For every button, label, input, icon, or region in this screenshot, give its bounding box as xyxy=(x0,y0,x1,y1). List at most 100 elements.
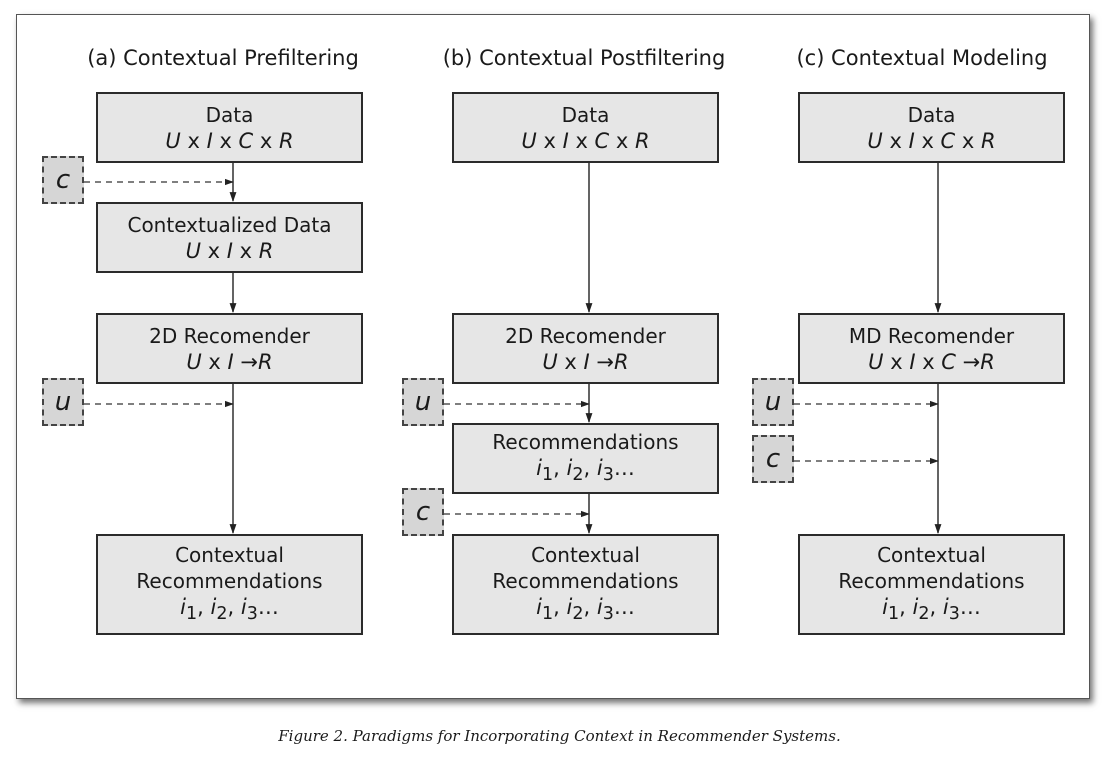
item-variable: i xyxy=(942,594,949,619)
item-variable: i xyxy=(596,455,603,480)
formula-operator: x xyxy=(609,128,635,153)
item-subscript: 1 xyxy=(888,604,900,625)
context-input-c: c xyxy=(402,488,444,536)
item-variable: i xyxy=(912,594,919,619)
formula-operator: x xyxy=(536,128,563,153)
item-subscript: 2 xyxy=(918,604,930,625)
formula-operator: x xyxy=(180,128,207,153)
recommendations-label: Recommendations xyxy=(492,429,679,454)
formula-variable: U xyxy=(185,238,201,263)
item-subscript: 3 xyxy=(602,604,614,625)
item-subscript: 1 xyxy=(186,604,198,625)
column-b-output-box: Contextual Recommendations i1, i2, i3… xyxy=(452,534,719,635)
formula-variable: I xyxy=(583,349,590,374)
formula-variable: I xyxy=(562,128,569,153)
column-c-output-box: Contextual Recommendations i1, i2, i3… xyxy=(798,534,1065,635)
recommender-label: 2D Recomender xyxy=(505,323,666,348)
output-items: i1, i2, i3… xyxy=(180,594,279,627)
item-variable: i xyxy=(536,594,542,619)
formula-variable: I xyxy=(227,349,234,374)
item-separator: … xyxy=(613,455,635,480)
formula-operator: x xyxy=(568,128,595,153)
column-c-recommender-box: MD Recomender U x I x C →R xyxy=(798,313,1065,384)
formula-variable: R xyxy=(980,349,995,374)
formula-operator: → xyxy=(233,349,259,374)
output-line2: Recommendations xyxy=(838,568,1025,593)
column-a-recommender-box: 2D Recomender U x I →R xyxy=(96,313,363,384)
output-line2: Recommendations xyxy=(492,568,679,593)
formula-operator: → xyxy=(589,349,615,374)
formula-variable: U xyxy=(868,349,884,374)
formula-operator: x xyxy=(955,128,981,153)
item-separator: , xyxy=(227,594,241,619)
formula-variable: C xyxy=(940,128,956,153)
formula-operator: x xyxy=(557,349,584,374)
formula-variable: R xyxy=(981,128,996,153)
item-separator: , xyxy=(899,594,913,619)
recommender-formula: U x I x C →R xyxy=(868,349,995,375)
item-variable: i xyxy=(566,455,573,480)
recommender-formula: U x I →R xyxy=(186,349,272,375)
item-subscript: 2 xyxy=(572,604,584,625)
formula-variable: R xyxy=(635,128,650,153)
formula-variable: U xyxy=(186,349,202,374)
formula-operator: x xyxy=(232,238,259,263)
formula-variable: C xyxy=(594,128,610,153)
data-box-formula: U x I x C x R xyxy=(521,128,649,154)
item-separator: , xyxy=(553,594,567,619)
data-box-label: Data xyxy=(205,102,254,127)
item-separator: , xyxy=(583,594,597,619)
item-variable: i xyxy=(240,594,247,619)
recommender-label: MD Recomender xyxy=(848,323,1015,348)
formula-variable: I xyxy=(909,349,916,374)
figure-caption: Figure 2. Paradigms for Incorporating Co… xyxy=(278,727,841,745)
data-box-label: Data xyxy=(561,102,610,127)
recommender-formula: U x I →R xyxy=(542,349,628,375)
formula-variable: U xyxy=(867,128,883,153)
formula-variable: U xyxy=(542,349,558,374)
data-box-formula: U x I x C x R xyxy=(867,128,995,154)
column-c-title: (c) Contextual Modeling xyxy=(796,46,1048,70)
formula-variable: R xyxy=(258,238,274,263)
formula-variable: C xyxy=(238,128,254,153)
item-separator: … xyxy=(257,594,279,619)
formula-operator: x xyxy=(253,128,279,153)
output-items: i1, i2, i3… xyxy=(882,594,981,627)
item-subscript: 3 xyxy=(246,604,258,625)
formula-variable: C xyxy=(941,349,956,374)
formula-variable: R xyxy=(279,128,294,153)
item-variable: i xyxy=(882,594,888,619)
column-b-recommender-box: 2D Recomender U x I →R xyxy=(452,313,719,384)
formula-variable: U xyxy=(521,128,537,153)
formula-operator: x xyxy=(201,349,228,374)
formula-variable: R xyxy=(614,349,629,374)
formula-variable: I xyxy=(206,128,213,153)
item-separator: , xyxy=(583,455,597,480)
formula-operator: x xyxy=(212,128,239,153)
column-a-data-box: Data U x I x C x R xyxy=(96,92,363,163)
formula-operator: x xyxy=(914,128,941,153)
formula-operator: x xyxy=(883,349,910,374)
context-input-c: c xyxy=(42,156,84,204)
context-input-u: u xyxy=(42,378,84,426)
output-items: i1, i2, i3… xyxy=(536,594,635,627)
context-input-c: c xyxy=(752,435,794,483)
item-subscript: 3 xyxy=(948,604,960,625)
item-separator: … xyxy=(613,594,635,619)
column-b-data-box: Data U x I x C x R xyxy=(452,92,719,163)
output-line1: Contextual xyxy=(531,542,640,567)
column-c-data-box: Data U x I x C x R xyxy=(798,92,1065,163)
data-box-formula: U x I x C x R xyxy=(165,128,293,154)
item-subscript: 1 xyxy=(542,465,554,486)
column-a-title: (a) Contextual Prefiltering xyxy=(87,46,359,70)
formula-operator: x xyxy=(915,349,942,374)
item-separator: , xyxy=(929,594,943,619)
formula-variable: U xyxy=(165,128,181,153)
item-subscript: 3 xyxy=(602,465,614,486)
column-a-contextualized-data-box: Contextualized Data U x I x R xyxy=(96,202,363,273)
item-variable: i xyxy=(536,455,542,480)
formula-operator: x xyxy=(882,128,909,153)
formula-operator: → xyxy=(955,349,981,374)
recommendations-items: i1, i2, i3… xyxy=(536,455,635,488)
item-subscript: 2 xyxy=(572,465,584,486)
